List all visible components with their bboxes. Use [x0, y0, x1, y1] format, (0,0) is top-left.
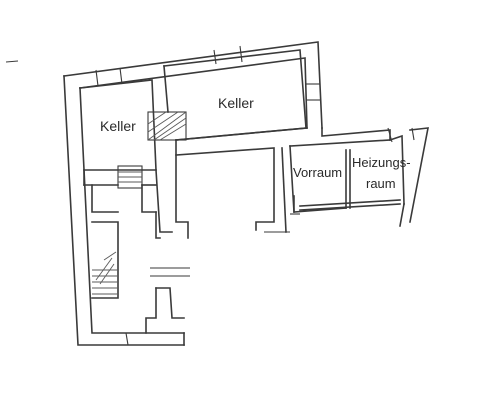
corridor-walls [155, 127, 391, 239]
room-label-keller-left: Keller [100, 118, 136, 134]
room-label-heizungsraum-line1: Heizungs- [352, 155, 411, 170]
room-label-keller-top: Keller [218, 95, 254, 111]
room-label-vorraum: Vorraum [293, 165, 342, 180]
keller-left-room [79, 67, 157, 186]
stair-landing [147, 111, 187, 141]
stray-mark [5, 60, 19, 63]
left-corridor [91, 165, 185, 334]
heizungsraum-room [387, 127, 429, 227]
room-label-heizungsraum-line2: raum [366, 176, 396, 191]
outer-walls [63, 41, 323, 346]
door-marks [125, 231, 290, 346]
stair-left [92, 251, 118, 295]
vorraum-room [289, 145, 401, 215]
